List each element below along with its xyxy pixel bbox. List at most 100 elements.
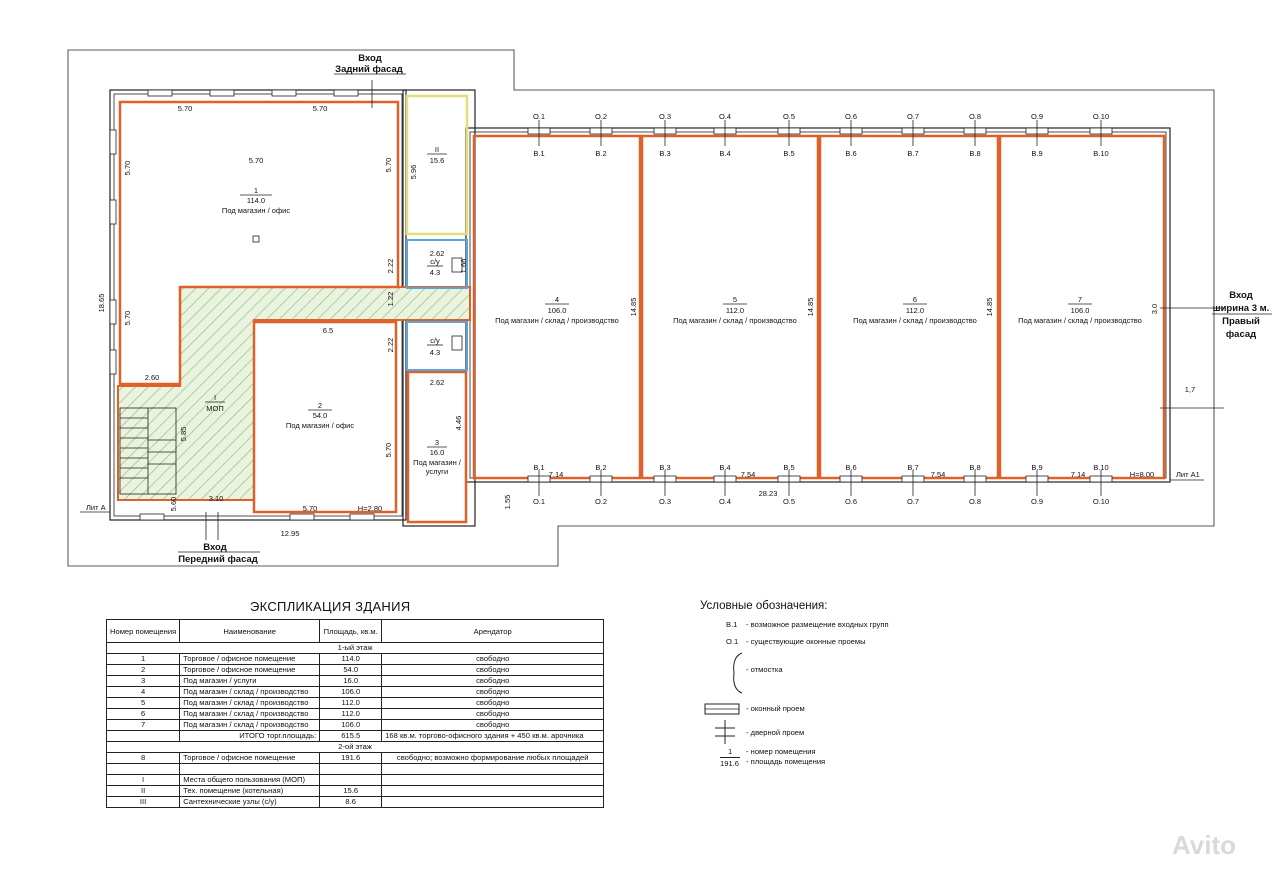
svg-text:Под магазин /: Под магазин / [413,458,462,467]
svg-text:2.62: 2.62 [430,378,445,387]
right-entrance-label: Вход [1229,290,1253,301]
svg-text:В.10: В.10 [1093,463,1108,472]
room-2-outline [252,320,398,514]
svg-text:5.70: 5.70 [123,161,132,176]
common-area-hatch [117,286,471,501]
total-label: ИТОГО торг.площадь: [179,730,321,742]
svg-text:В.3: В.3 [659,149,670,158]
wc-2-fixture [451,335,463,351]
room-7-outline [998,134,1166,480]
cell-empty [381,763,605,775]
svg-text:28.23: 28.23 [759,489,778,498]
svg-text:В.4: В.4 [719,149,730,158]
cell-name: Торговое / офисное помещение [179,752,321,764]
svg-text:2.22: 2.22 [386,338,395,353]
cell-name: Под магазин / услуги [179,675,321,687]
cell-tenant [381,785,605,797]
svg-text:О.5: О.5 [783,497,795,506]
table-row: 7 Под магазин / склад / производство 106… [105,719,605,731]
svg-text:В.10: В.10 [1093,149,1108,158]
stairs [119,407,177,495]
window-codes-bottom: О.1 О.2 О.3 О.4 О.5 О.6 О.7 О.8 О.9 О.10 [533,497,1109,506]
wc-1-outline [406,239,468,289]
svg-text:7.14: 7.14 [1071,470,1086,479]
svg-text:106.0: 106.0 [1071,306,1090,315]
dimension-labels: 5.70 5.70 5.70 5.70 5.70 5.70 5.70 18.65… [97,104,1195,538]
cell-area: 112.0 [319,697,383,709]
cell-empty [105,763,181,775]
room-3-label: 3 16.0 Под магазин / услуги [413,438,462,476]
svg-text:В.6: В.6 [845,463,856,472]
svg-text:О.8: О.8 [969,497,981,506]
svg-text:5.70: 5.70 [313,104,328,113]
svg-text:с/у: с/у [430,336,440,345]
room-5-label: 5 112.0 Под магазин / склад / производст… [673,295,797,325]
door-codes-top: В.1 В.2 В.3 В.4 В.5 В.6 В.7 В.8 В.9 В.10 [533,149,1108,158]
svg-text:7.54: 7.54 [931,470,946,479]
cell-tenant: свободно; возможно формирование любых пл… [381,752,605,764]
svg-text:4.46: 4.46 [454,416,463,431]
rear-facade-label: Задний фасад [335,64,403,75]
svg-text:II: II [435,145,439,154]
svg-text:1: 1 [254,186,258,195]
room-ii-label: II 15.6 [427,145,447,165]
room-6-label: 6 112.0 Под магазин / склад / производст… [853,295,977,325]
cell-area: 16.0 [319,675,383,687]
right-facade-label-2: фасад [1226,329,1256,340]
svg-text:Под магазин / склад / производ: Под магазин / склад / производство [1018,316,1142,325]
room-7-label: 7 106.0 Под магазин / склад / производст… [1018,295,1142,325]
blind-area-symbol [733,652,743,694]
svg-text:О.2: О.2 [595,112,607,121]
svg-text:О.8: О.8 [969,112,981,121]
blind-area-outline [67,49,1215,567]
svg-text:5.96: 5.96 [409,165,418,180]
floor-plan: Вход Задний фасад Вход Передний фасад Вх… [67,49,1272,567]
svg-text:В.2: В.2 [595,149,606,158]
legend-fraction-line [720,757,740,758]
svg-text:О.5: О.5 [783,112,795,121]
table-row: 4 Под магазин / склад / производство 106… [105,686,605,698]
header-area: Площадь, кв.м. [319,619,383,643]
svg-text:4.3: 4.3 [430,268,440,277]
svg-text:В.9: В.9 [1031,463,1042,472]
opening-ticks [80,80,1224,540]
spacer-row [105,763,605,775]
table-row: III Сантехнические узлы (с/у) 8.6 [105,796,605,808]
svg-text:6: 6 [913,295,917,304]
svg-text:5.70: 5.70 [249,156,264,165]
svg-text:О.3: О.3 [659,497,671,506]
table-row: 6 Под магазин / склад / производство 112… [105,708,605,720]
rear-entrance-label: Вход [358,53,382,64]
table-row: I Места общего пользования (МОП) [105,774,605,786]
door-opening-symbol [715,720,735,744]
svg-text:5.70: 5.70 [384,158,393,173]
svg-text:Под магазин / офис: Под магазин / офис [286,421,354,430]
svg-text:услуги: услуги [426,467,448,476]
svg-text:5.70: 5.70 [303,504,318,513]
wc-2-outline [406,321,468,371]
legend-window-code: О.1 [726,637,739,646]
cell-tenant: свободно [381,708,605,720]
svg-text:В.1: В.1 [533,463,544,472]
svg-text:О.10: О.10 [1093,112,1109,121]
svg-text:В.8: В.8 [969,463,980,472]
svg-text:В.6: В.6 [845,149,856,158]
svg-text:7: 7 [1078,295,1082,304]
cell-tenant [381,796,605,808]
svg-text:H=2.80: H=2.80 [358,504,382,513]
cell-name: Места общего пользования (МОП) [179,774,321,786]
cell-name: Под магазин / склад / производство [179,697,321,709]
room-4-outline [472,134,642,480]
svg-text:В.8: В.8 [969,149,980,158]
legend-door-text: - возможное размещение входных групп [746,620,889,629]
cell-name: Под магазин / склад / производство [179,708,321,720]
front-entrance-label: Вход [203,542,227,553]
cell-number: 7 [105,719,181,731]
svg-text:3: 3 [435,438,439,447]
cell-empty [105,730,181,742]
room-ii-outline [405,94,469,236]
cell-area: 191.6 [319,752,383,764]
cell-area: 106.0 [319,686,383,698]
lit-a-label: Лит А [86,503,106,512]
room-3-outline [406,370,468,524]
